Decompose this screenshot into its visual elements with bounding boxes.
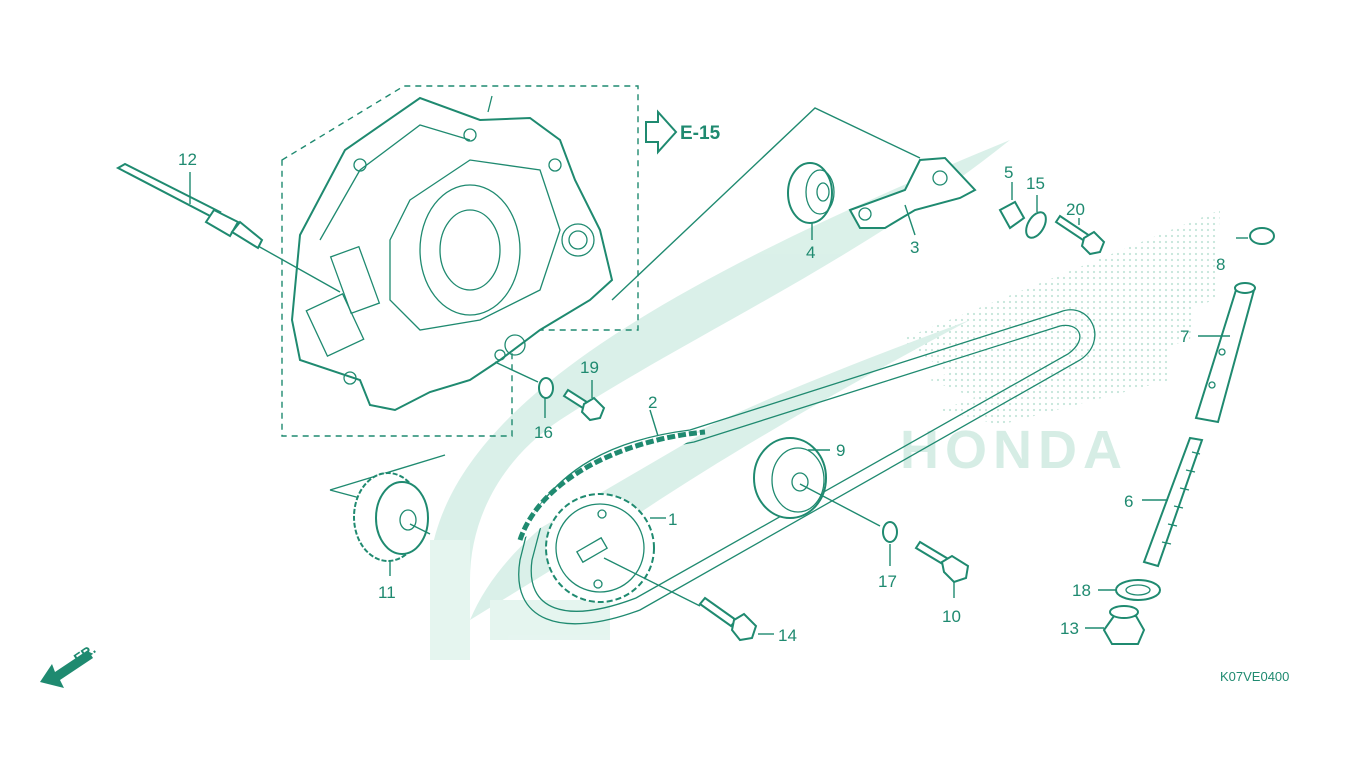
crankcase-part	[290, 95, 614, 412]
crankcase-outline-box	[281, 85, 639, 437]
collar-part-5	[998, 182, 1026, 230]
callout-17: 17	[878, 572, 897, 591]
callout-4: 4	[806, 243, 815, 262]
callout-3: 3	[910, 238, 919, 257]
callout-1: 1	[668, 510, 677, 529]
gear-part-4	[787, 162, 835, 240]
cam-sprocket-part-1	[545, 493, 666, 603]
section-ref-label: E-15	[680, 123, 721, 144]
diagram-code: K07VE0400	[1220, 669, 1289, 684]
callout-6: 6	[1124, 492, 1133, 511]
callout-8: 8	[1216, 255, 1225, 274]
callout-14: 14	[778, 626, 797, 645]
callout-13: 13	[1060, 619, 1079, 638]
tensioner-tube-part-7	[1194, 282, 1256, 424]
tensioner-arm-part-3	[848, 156, 977, 236]
bolt-part-19	[562, 380, 606, 422]
watermark-brand: HONDA	[900, 420, 1128, 480]
callout-5: 5	[1004, 163, 1013, 182]
bolt-part-10	[914, 540, 970, 598]
callout-18: 18	[1072, 581, 1091, 600]
callout-10: 10	[942, 607, 961, 626]
front-direction-arrow: FR.	[40, 641, 98, 688]
callout-9: 9	[836, 441, 845, 460]
washer-part-17	[882, 521, 898, 566]
bolt-part-20	[1054, 214, 1106, 256]
washer-part-15	[1025, 195, 1047, 239]
guide-roller-part-9	[753, 437, 881, 527]
washer-part-18	[1098, 579, 1161, 601]
washer-part-16	[494, 361, 554, 418]
callout-12: 12	[178, 150, 197, 169]
cap-part-8	[1236, 227, 1275, 245]
callout-16: 16	[534, 423, 553, 442]
callout-11: 11	[378, 583, 396, 602]
sprocket-bolt-part-14	[603, 557, 774, 642]
callout-20: 20	[1066, 200, 1085, 219]
gear-part-11	[353, 472, 431, 576]
callout-15: 15	[1026, 174, 1045, 193]
sealing-bolt-part-13	[1085, 605, 1146, 645]
callout-7: 7	[1180, 327, 1189, 346]
callout-19: 19	[580, 358, 599, 377]
callout-2: 2	[648, 393, 657, 412]
section-ref-arrow: E-15	[645, 109, 721, 155]
spring-part-6	[1142, 436, 1204, 568]
stud-bolt-part-12	[115, 162, 341, 293]
